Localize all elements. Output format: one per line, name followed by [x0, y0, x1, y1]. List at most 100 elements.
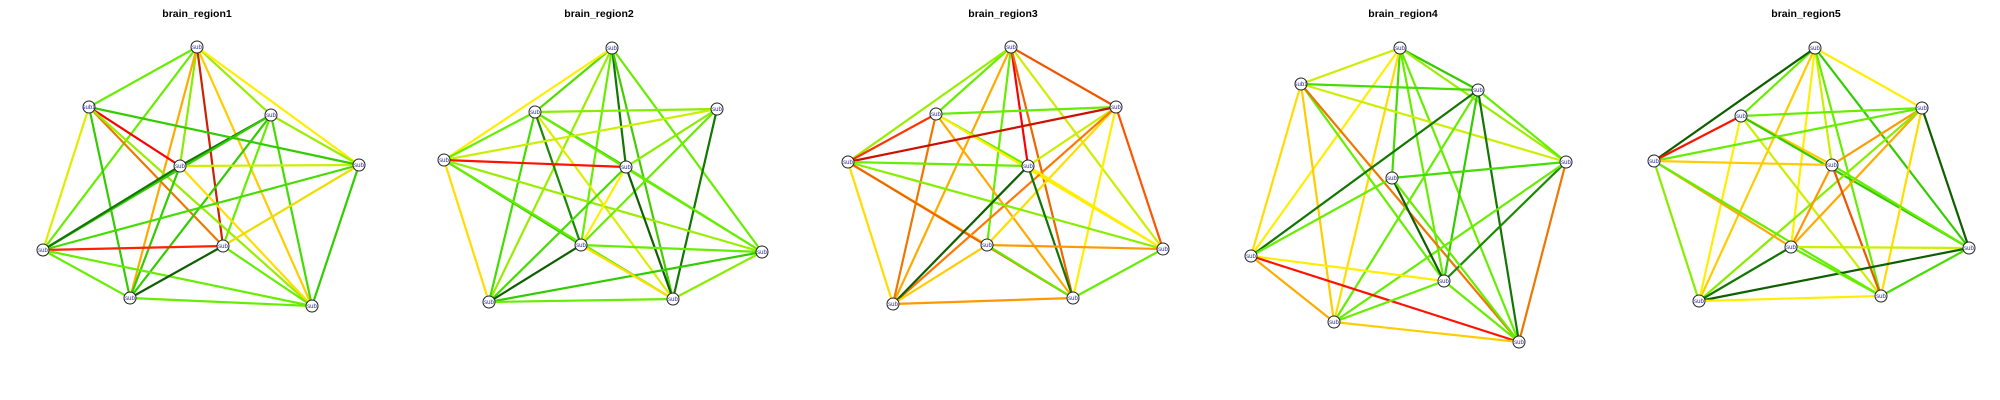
edge [178, 163, 361, 168]
edge [195, 45, 273, 117]
node-circle [1385, 171, 1399, 185]
edge [1813, 46, 1834, 167]
node-label: sub [668, 297, 678, 303]
edge [1442, 279, 1521, 344]
panel-3: brain_region3 subsubsubsubsubsubsubsubsu… [841, 8, 1170, 311]
node-circle [305, 299, 319, 313]
edge [195, 45, 314, 308]
edge [1026, 164, 1165, 251]
edge [1299, 82, 1446, 283]
edge [41, 248, 132, 300]
panel-5: brain_region5 subsubsubsubsubsubsubsubsu… [1647, 8, 1976, 308]
edge [1398, 46, 1568, 164]
node-circle [482, 295, 496, 309]
node: sub [352, 158, 366, 172]
edge [41, 248, 314, 308]
edge [1920, 106, 1971, 250]
edge [87, 105, 225, 248]
node: sub [755, 245, 769, 259]
edge [41, 164, 182, 252]
edge [985, 45, 1013, 247]
node-circle [1559, 155, 1573, 169]
node-label: sub [888, 302, 898, 308]
node: sub [1784, 240, 1798, 254]
edge [1813, 46, 1924, 110]
node-label: sub1 [82, 105, 96, 111]
node-circle [264, 108, 278, 122]
edge-group [1249, 46, 1568, 344]
edge [579, 243, 675, 301]
edge [442, 107, 719, 162]
edge [846, 160, 895, 306]
edge [671, 250, 764, 301]
node: sub [1109, 100, 1123, 114]
node-label: sub [1111, 105, 1121, 111]
node: sub [1825, 158, 1839, 172]
edge [891, 112, 938, 306]
node-circle [1244, 249, 1258, 263]
edge [1009, 45, 1030, 168]
node-label: sub [1023, 164, 1033, 170]
edge [846, 105, 1118, 164]
edge [1789, 106, 1924, 249]
edge [934, 45, 1013, 116]
edge [195, 45, 225, 248]
node-circle [1512, 335, 1526, 349]
node-circle [929, 107, 943, 121]
node-circle [1784, 240, 1798, 254]
edge [1299, 82, 1480, 92]
edge-group [846, 45, 1165, 306]
edge [1476, 88, 1568, 164]
node-label: sub [712, 107, 722, 113]
edge [579, 107, 719, 247]
node: sub [528, 105, 542, 119]
node: sub1 [1294, 77, 1308, 91]
edge [1517, 160, 1568, 344]
node: sub [1244, 249, 1258, 263]
edge [1789, 46, 1817, 249]
edge [891, 243, 989, 306]
edge [41, 105, 91, 252]
edge [1249, 176, 1394, 258]
edge [487, 243, 583, 304]
edge [891, 296, 1075, 306]
edge [128, 164, 182, 300]
edge [1739, 46, 1817, 118]
edge [934, 105, 1118, 116]
edge [269, 113, 361, 167]
node-circle [1915, 101, 1929, 115]
node-circle [619, 160, 633, 174]
node-label: sub [307, 304, 317, 310]
edge [579, 165, 628, 247]
node: sub [1647, 154, 1661, 168]
edge [87, 105, 361, 167]
edge [1071, 247, 1165, 300]
edge [487, 46, 614, 304]
edge [221, 163, 361, 248]
edge [624, 165, 675, 301]
node: sub [574, 238, 588, 252]
node-circle [1004, 40, 1018, 54]
edge [1879, 106, 1924, 298]
panel-title: brain_region5 [1771, 8, 1841, 20]
node-circle [574, 238, 588, 252]
edge [1249, 254, 1336, 324]
node-circle [1808, 41, 1822, 55]
node-circle [1734, 109, 1748, 123]
node: sub [1004, 40, 1018, 54]
edge-group [1652, 46, 1971, 303]
edge [533, 107, 719, 114]
node-circle [173, 159, 187, 173]
node: sub [1559, 155, 1573, 169]
node: sub [123, 291, 137, 305]
node: sub [710, 102, 724, 116]
node-label: sub [1158, 247, 1168, 253]
node-label: sub [218, 244, 228, 250]
edge [846, 45, 1013, 164]
edge [1813, 46, 1971, 250]
node: sub [216, 239, 230, 253]
